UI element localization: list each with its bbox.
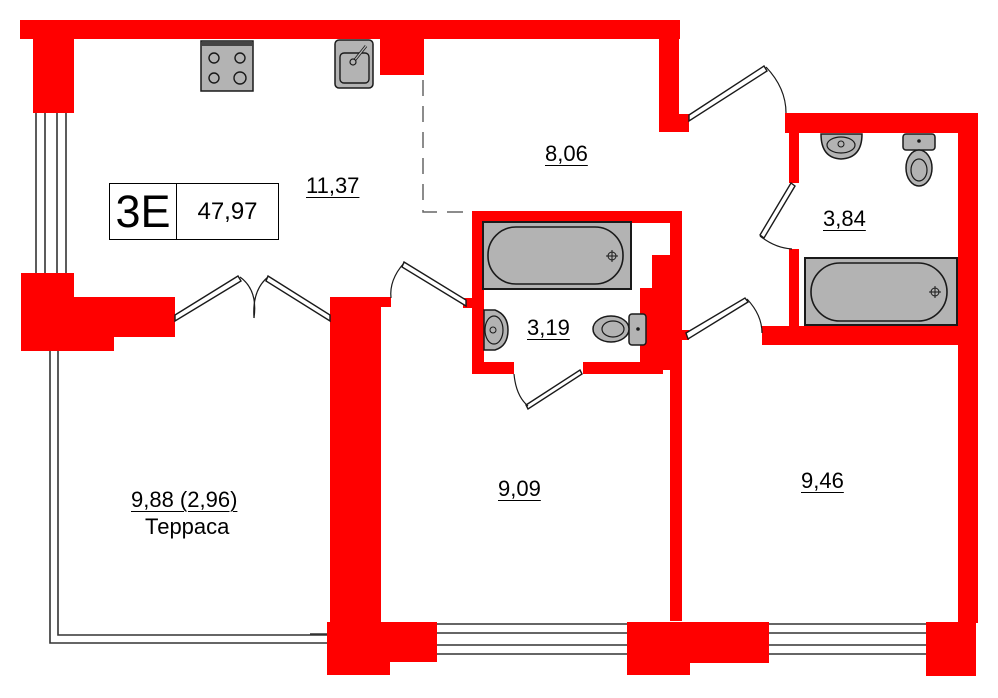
room-name-terrace: Терраса (145, 514, 230, 539)
window-bedroom-middle (437, 623, 640, 655)
door-bedroom-middle[interactable] (390, 260, 467, 308)
room-area-kitchen: 11,37 (306, 173, 360, 198)
sink-icon (334, 39, 374, 89)
room-area-bedroom-middle: 9,09 (498, 476, 541, 501)
total-area: 47,97 (197, 198, 258, 225)
unit-badge: 3E 47,97 (109, 183, 279, 240)
washbasin-icon (483, 309, 509, 351)
door-terrace-double[interactable] (174, 274, 331, 323)
terrace-railing (49, 350, 330, 644)
stove-icon (200, 40, 254, 92)
room-area-hallway: 8,06 (545, 141, 588, 166)
bathtub-icon (804, 257, 958, 326)
door-bathroom-right[interactable] (759, 181, 796, 250)
room-area-bathroom-middle: 3,19 (527, 315, 570, 340)
walls (20, 20, 978, 676)
door-entrance[interactable] (688, 65, 787, 123)
window-kitchen (35, 113, 67, 273)
toilet-icon (902, 133, 936, 187)
washbasin-icon (820, 133, 863, 160)
room-area-bathroom-right: 3,84 (823, 206, 866, 231)
door-bedroom-right[interactable] (685, 297, 763, 341)
door-bathroom-middle[interactable] (513, 368, 583, 411)
zone-divider (422, 80, 472, 213)
bathtub-icon (482, 221, 632, 290)
room-area-terrace: 9,88 (2,96) (131, 487, 238, 512)
toilet-icon (592, 313, 647, 346)
room-area-bedroom-right: 9,46 (801, 468, 844, 493)
unit-code: 3E (110, 184, 177, 239)
